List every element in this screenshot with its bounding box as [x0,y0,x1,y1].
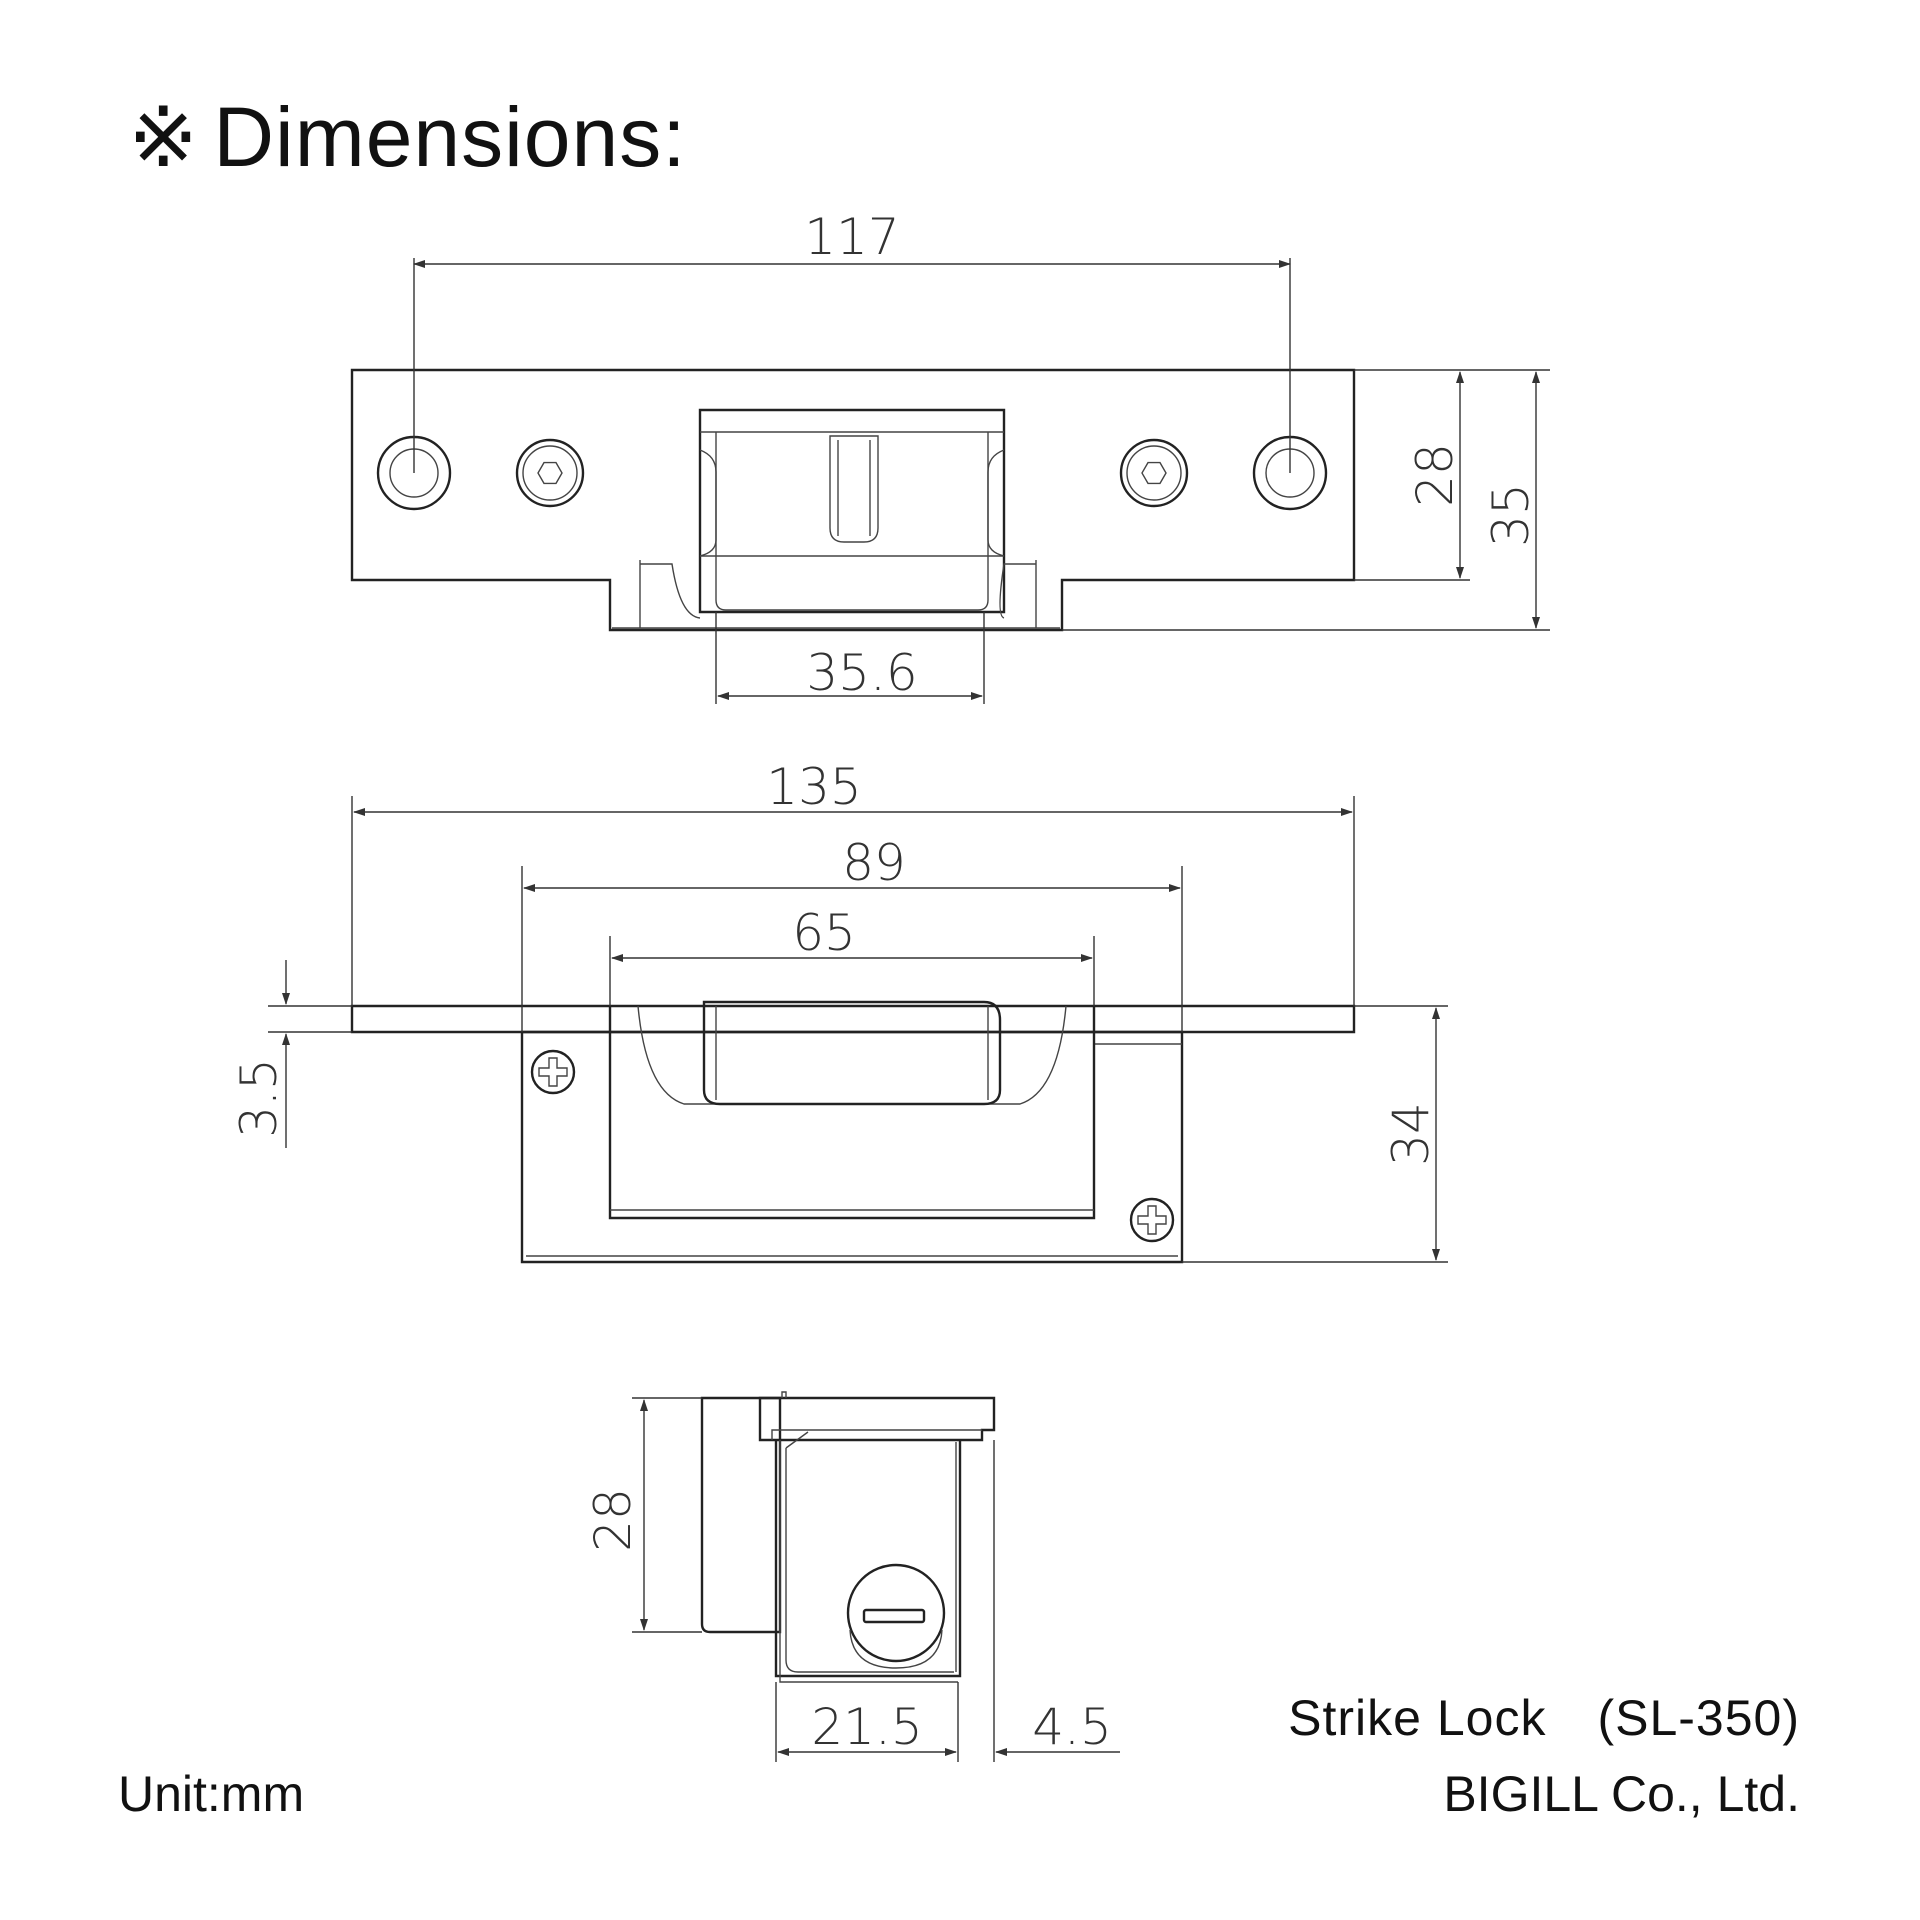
dimension-hole-spacing: 117 [413,208,1291,473]
cylinder-icon [846,1563,946,1669]
top-opening [608,1006,1096,1220]
side-top-cap [758,1396,996,1442]
svg-text:65: 65 [792,904,856,962]
svg-text:34: 34 [1382,1102,1440,1166]
phillips-screw-icon [1129,1197,1175,1243]
top-faceplate [350,1004,1356,1034]
top-view: 135 89 65 3.5 34 [230,758,1448,1264]
svg-text:3.5: 3.5 [230,1058,288,1138]
top-body [520,1030,1184,1264]
side-body [774,1440,962,1678]
page-title: ※Dimensions: [128,88,687,186]
front-bolt-slot [829,435,879,543]
svg-text:89: 89 [842,834,906,892]
dimension-side-offset: 4.5 [993,1440,1120,1762]
svg-text:28: 28 [1406,443,1464,507]
svg-text:21.5: 21.5 [811,1698,922,1756]
svg-text:35: 35 [1482,483,1540,547]
dimension-body-depth: 34 [1182,1005,1448,1263]
side-faceplate [700,1396,782,1634]
svg-text:4.5: 4.5 [1032,1698,1112,1756]
hex-screw-icon [1119,438,1189,508]
company-name: BIGILL Co., Ltd. [1443,1766,1800,1822]
reference-mark: ※ [128,88,200,186]
svg-text:135: 135 [766,758,861,816]
phillips-screw-icon [530,1049,576,1095]
dimension-total-height: 35 [1062,369,1550,631]
dimension-plate-height: 28 [1354,369,1470,581]
svg-text:117: 117 [804,208,899,266]
dimension-plate-length: 135 [351,758,1355,1006]
title-text: Dimensions: [213,90,687,184]
dimension-side-height: 28 [584,1397,702,1633]
dimension-opening-length: 65 [609,904,1095,1006]
unit-label: Unit:mm [118,1766,305,1822]
top-latch [702,1000,1002,1106]
dimension-latch-width: 35.6 [715,612,985,704]
product-name: Strike Lock (SL-350) [1288,1690,1800,1746]
dimension-side-width: 21.5 [775,1682,959,1762]
front-latch-housing [698,408,1006,614]
side-view: 28 21.5 4.5 [584,1391,1120,1762]
svg-text:35.6: 35.6 [806,644,917,702]
dimension-plate-thickness: 3.5 [230,960,352,1148]
hex-screw-icon [515,438,585,508]
front-view: 117 28 35 35.6 [350,208,1550,704]
dimension-body-length: 89 [521,834,1183,1032]
svg-text:28: 28 [584,1488,642,1552]
